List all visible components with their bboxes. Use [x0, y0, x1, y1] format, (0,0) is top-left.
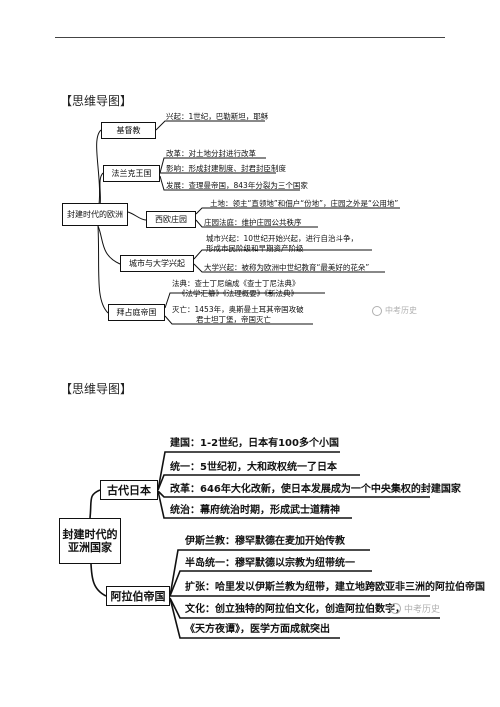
branch-frankish-kingdom: 法兰克王国	[103, 165, 160, 182]
section-label: 【思维导图】	[60, 382, 133, 396]
leaf-text: 《法学汇纂》《法理概要》《新法典》	[178, 289, 298, 298]
leaf-text: 君士坦丁堡，帝国灭亡	[196, 315, 271, 324]
branch-christianity: 基督教	[101, 122, 156, 139]
leaf-text: 形成市民阶级和早期资产阶级	[206, 244, 304, 253]
branch-arab-empire: 阿拉伯帝国	[106, 586, 170, 606]
branch-byzantine: 拜占庭帝国	[108, 304, 165, 321]
leaf-text: 法典：查士丁尼编成《查士丁尼法典》	[172, 279, 300, 288]
leaf-text: 影响：形成封建制度、封君封臣制度	[166, 164, 286, 173]
leaf-text: 文化：创立独特的阿拉伯文化，创造阿拉伯数字，	[185, 604, 405, 615]
branch-ancient-japan: 古代日本	[100, 480, 158, 500]
leaf-text: 统治：幕府统治时期，形成武士道精神	[170, 505, 340, 516]
wechat-icon	[390, 603, 401, 614]
header-rule	[55, 37, 445, 38]
leaf-text: 《天方夜谭》，医学方面成就突出	[185, 624, 330, 635]
section-label: 【思维导图】	[60, 94, 133, 108]
center-node: 封建时代的 亚洲国家	[59, 518, 121, 564]
leaf-text: 半岛统一：穆罕默德以宗教为纽带统一	[185, 558, 355, 569]
leaf-text: 改革：646年大化改新，使日本发展成为一个中央集权的封建国家	[170, 484, 461, 495]
leaf-text: 大学兴起：被称为欧洲中世纪教育“最美好的花朵”	[204, 263, 370, 272]
branch-cities-universities: 城市与大学兴起	[120, 255, 194, 272]
leaf-text: 统一：5世纪初，大和政权统一了日本	[170, 462, 337, 473]
watermark: 中考历史	[372, 305, 417, 316]
watermark: 中考历史	[390, 602, 440, 615]
leaf-text: 扩张：哈里发以伊斯兰教为纽带，建立地跨欧亚非三洲的阿拉伯帝国	[185, 582, 485, 593]
leaf-text: 发展：查理曼帝国，843年分裂为三个国家	[166, 181, 308, 190]
leaf-text: 城市兴起：10世纪开始兴起，进行自治斗争，	[206, 234, 359, 243]
leaf-text: 伊斯兰教：穆罕默德在麦加开始传教	[185, 536, 345, 547]
center-node: 封建时代的欧洲	[62, 203, 128, 226]
leaf-text: 改革：对土地分封进行改革	[166, 149, 256, 158]
branch-manor: 西欧庄园	[146, 211, 196, 228]
wechat-icon	[372, 305, 382, 316]
leaf-text: 庄园法庭：维护庄园公共秩序	[204, 218, 302, 227]
leaf-text: 灭亡：1453年，奥斯曼土耳其帝国攻破	[172, 305, 304, 314]
leaf-text: 兴起：1世纪，巴勒斯坦，耶稣	[166, 112, 269, 121]
leaf-text: 建国：1-2世纪，日本有100多个小国	[170, 438, 339, 449]
leaf-text: 土地：领主“直领地”和佃户“份地”，庄园之外是“公用地”	[210, 199, 399, 208]
